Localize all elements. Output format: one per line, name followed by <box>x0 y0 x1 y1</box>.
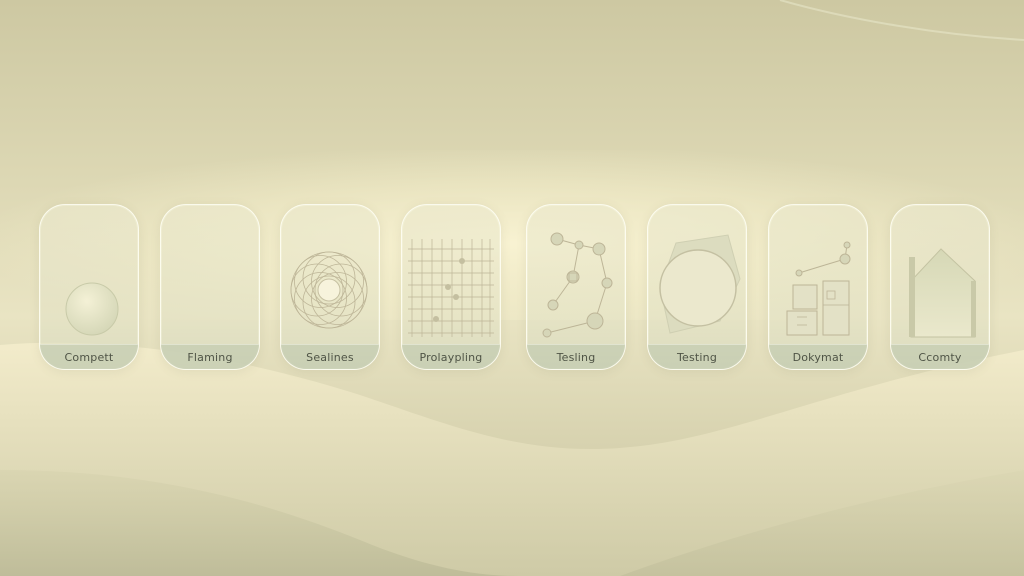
grid-chart-icon <box>408 239 494 337</box>
house-icon <box>909 248 976 338</box>
step-label: Testing <box>676 350 718 364</box>
sphere-icon <box>65 282 119 336</box>
step-label: Compett <box>64 350 114 364</box>
furniture-icon <box>786 241 851 336</box>
step-card-1: Compett <box>39 204 139 370</box>
step-card-4: Prolaypling <box>401 204 501 370</box>
step-label: Prolaypling <box>419 350 483 364</box>
spirograph-icon <box>290 251 368 329</box>
step-label-band: Compett <box>40 344 138 369</box>
step-card-5: Tesling <box>526 204 626 370</box>
step-label-band: Flaming <box>161 344 259 369</box>
step-label-band: Sealines <box>281 344 379 369</box>
step-card-3: Sealines <box>280 204 380 370</box>
step-label-band: Tesling <box>527 344 625 369</box>
step-card-7: Dokymat <box>768 204 868 370</box>
step-label-band: Ccomty <box>891 344 989 369</box>
step-label: Flaming <box>187 350 233 364</box>
network-icon <box>542 232 613 338</box>
step-label: Dokymat <box>792 350 844 364</box>
step-card-6: Testing <box>647 204 747 370</box>
step-label: Tesling <box>556 350 596 364</box>
step-label-band: Testing <box>648 344 746 369</box>
circle-square-icon <box>659 234 741 334</box>
step-label: Ccomty <box>918 350 962 364</box>
step-card-8: Ccomty <box>890 204 990 370</box>
step-label-band: Dokymat <box>769 344 867 369</box>
step-label: Sealines <box>306 350 354 364</box>
step-label-band: Prolaypling <box>402 344 500 369</box>
step-card-2: Flaming <box>160 204 260 370</box>
